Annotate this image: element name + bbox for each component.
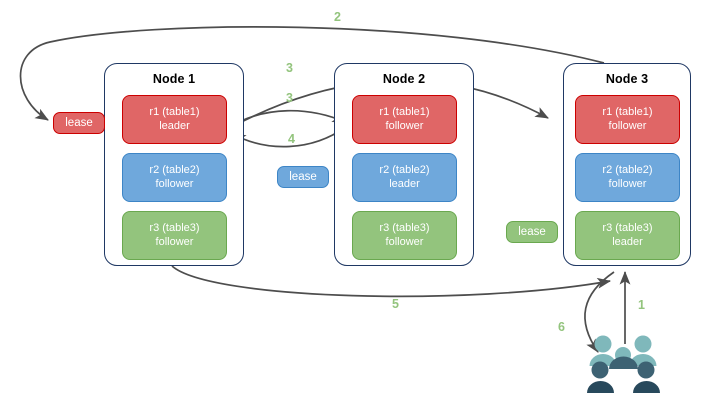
step-label-1: 1 — [638, 298, 645, 312]
node-2-title: Node 2 — [382, 72, 426, 86]
replica-id: r2 (table2) — [602, 164, 653, 176]
arrow-step-5 — [171, 265, 612, 298]
replica-role: leader — [612, 235, 643, 248]
node-3-replica-r2[interactable]: r2 (table2) follower — [575, 153, 680, 202]
replica-id: r2 (table2) — [149, 164, 200, 176]
replica-id: r1 (table1) — [149, 106, 200, 118]
replica-role: follower — [608, 119, 647, 132]
node-3-title: Node 3 — [605, 72, 649, 86]
node-1-replica-r2[interactable]: r2 (table2) follower — [122, 153, 227, 202]
node-2-replica-r3[interactable]: r3 (table3) follower — [352, 211, 457, 260]
node-2-replica-r1[interactable]: r1 (table1) follower — [352, 95, 457, 144]
step-label-2: 2 — [334, 10, 341, 24]
replica-id: r2 (table2) — [379, 164, 430, 176]
replica-role: follower — [155, 235, 194, 248]
replica-id: r1 (table1) — [379, 106, 430, 118]
replica-role: follower — [155, 177, 194, 190]
step-label-3b: 3 — [286, 91, 293, 105]
users-icon — [585, 333, 663, 395]
lease-table1-badge[interactable]: lease — [53, 112, 105, 134]
lease-table3-badge[interactable]: lease — [506, 221, 558, 243]
replica-role: follower — [385, 119, 424, 132]
replica-id: r3 (table3) — [602, 222, 653, 234]
node-1-box[interactable]: Node 1 r1 (table1) leader r2 (table2) fo… — [104, 63, 244, 266]
step-label-3a: 3 — [286, 61, 293, 75]
node-2-box[interactable]: Node 2 r1 (table1) follower r2 (table2) … — [334, 63, 474, 266]
node-1-replica-r1[interactable]: r1 (table1) leader — [122, 95, 227, 144]
replica-id: r3 (table3) — [149, 222, 200, 234]
replica-role: follower — [608, 177, 647, 190]
replica-role: leader — [389, 177, 420, 190]
lease-table2-badge[interactable]: lease — [277, 166, 329, 188]
node-1-title: Node 1 — [152, 72, 196, 86]
node-3-replica-r1[interactable]: r1 (table1) follower — [575, 95, 680, 144]
arrow-step-3-short — [227, 109, 346, 129]
replica-id: r3 (table3) — [379, 222, 430, 234]
replica-role: leader — [159, 119, 190, 132]
step-label-6: 6 — [558, 320, 565, 334]
replica-role: follower — [385, 235, 424, 248]
node-1-replica-r3[interactable]: r3 (table3) follower — [122, 211, 227, 260]
node-2-replica-r2[interactable]: r2 (table2) leader — [352, 153, 457, 202]
node-3-box[interactable]: Node 3 r1 (table1) follower r2 (table2) … — [563, 63, 691, 266]
node-3-replica-r3[interactable]: r3 (table3) leader — [575, 211, 680, 260]
replica-id: r1 (table1) — [602, 106, 653, 118]
step-label-4: 4 — [288, 132, 295, 146]
step-label-5: 5 — [392, 297, 399, 311]
